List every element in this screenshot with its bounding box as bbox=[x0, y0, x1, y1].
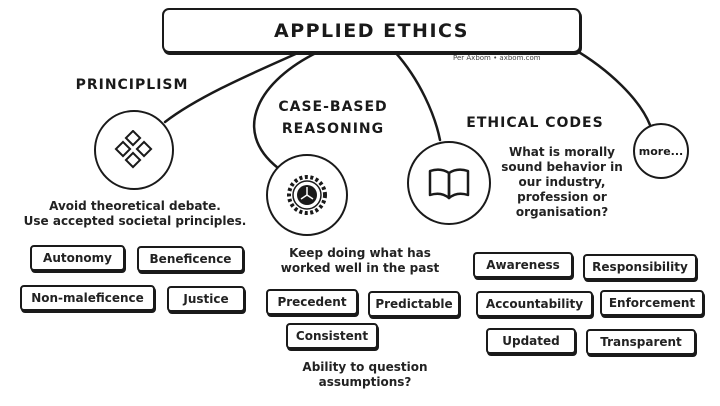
case-based-note-line1: Ability to question bbox=[302, 360, 428, 374]
tag-transparent: Transparent bbox=[586, 329, 696, 355]
principlism-circle bbox=[94, 110, 174, 190]
diamond-cluster-icon bbox=[114, 130, 153, 169]
tag-non-maleficence: Non-maleficence bbox=[20, 285, 155, 311]
connector-case-based bbox=[252, 50, 320, 170]
connector-ethical-codes bbox=[393, 50, 442, 142]
case-based-circle bbox=[266, 154, 348, 236]
tag-precedent: Precedent bbox=[266, 289, 358, 315]
more-circle: more... bbox=[633, 123, 689, 179]
question-line: What is morally bbox=[508, 145, 616, 159]
case-based-note: Ability to question assumptions? bbox=[290, 360, 440, 390]
question-line: organisation? bbox=[515, 205, 609, 219]
question-line: sound behavior in bbox=[501, 160, 623, 174]
case-based-note-line2: assumptions? bbox=[318, 375, 412, 389]
open-book-icon bbox=[428, 168, 470, 200]
ethical-codes-heading: ETHICAL CODES bbox=[466, 115, 604, 131]
more-label: more... bbox=[638, 144, 684, 158]
question-line: profession or bbox=[517, 190, 607, 204]
tag-beneficence: Beneficence bbox=[137, 246, 244, 272]
ethical-codes-question: What is morally sound behavior in our in… bbox=[492, 145, 632, 220]
case-based-heading-line2: REASONING bbox=[281, 121, 385, 137]
case-based-description-line1: Keep doing what has bbox=[289, 246, 431, 260]
principlism-description-line1: Avoid theoretical debate. bbox=[49, 199, 221, 213]
case-based-heading-line1: CASE-BASED bbox=[278, 99, 388, 115]
ethical-codes-circle bbox=[407, 141, 491, 225]
principlism-description-line2: Use accepted societal principles. bbox=[23, 214, 247, 228]
title-box: APPLIED ETHICS bbox=[162, 8, 581, 53]
gear-wheel-icon bbox=[287, 175, 327, 215]
case-based-description: Keep doing what has worked well in the p… bbox=[270, 246, 450, 276]
question-line: our industry, bbox=[518, 175, 606, 189]
connector-more bbox=[570, 46, 652, 127]
tag-responsibility: Responsibility bbox=[583, 254, 697, 280]
tag-enforcement: Enforcement bbox=[600, 290, 704, 316]
credit: Per Axbom • axbom.com bbox=[453, 54, 541, 62]
title: APPLIED ETHICS bbox=[274, 19, 469, 42]
tag-updated: Updated bbox=[486, 328, 576, 354]
case-based-heading: CASE-BASED REASONING bbox=[268, 96, 398, 140]
tag-autonomy: Autonomy bbox=[30, 245, 125, 271]
tag-justice: Justice bbox=[167, 286, 245, 312]
principlism-description: Avoid theoretical debate. Use accepted s… bbox=[10, 199, 260, 229]
tag-awareness: Awareness bbox=[473, 252, 573, 278]
tag-accountability: Accountability bbox=[476, 291, 593, 317]
tag-consistent: Consistent bbox=[286, 323, 378, 349]
principlism-heading: PRINCIPLISM bbox=[75, 77, 189, 93]
case-based-description-line2: worked well in the past bbox=[280, 261, 440, 275]
tag-predictable: Predictable bbox=[368, 291, 460, 317]
connector-principlism bbox=[163, 50, 302, 124]
